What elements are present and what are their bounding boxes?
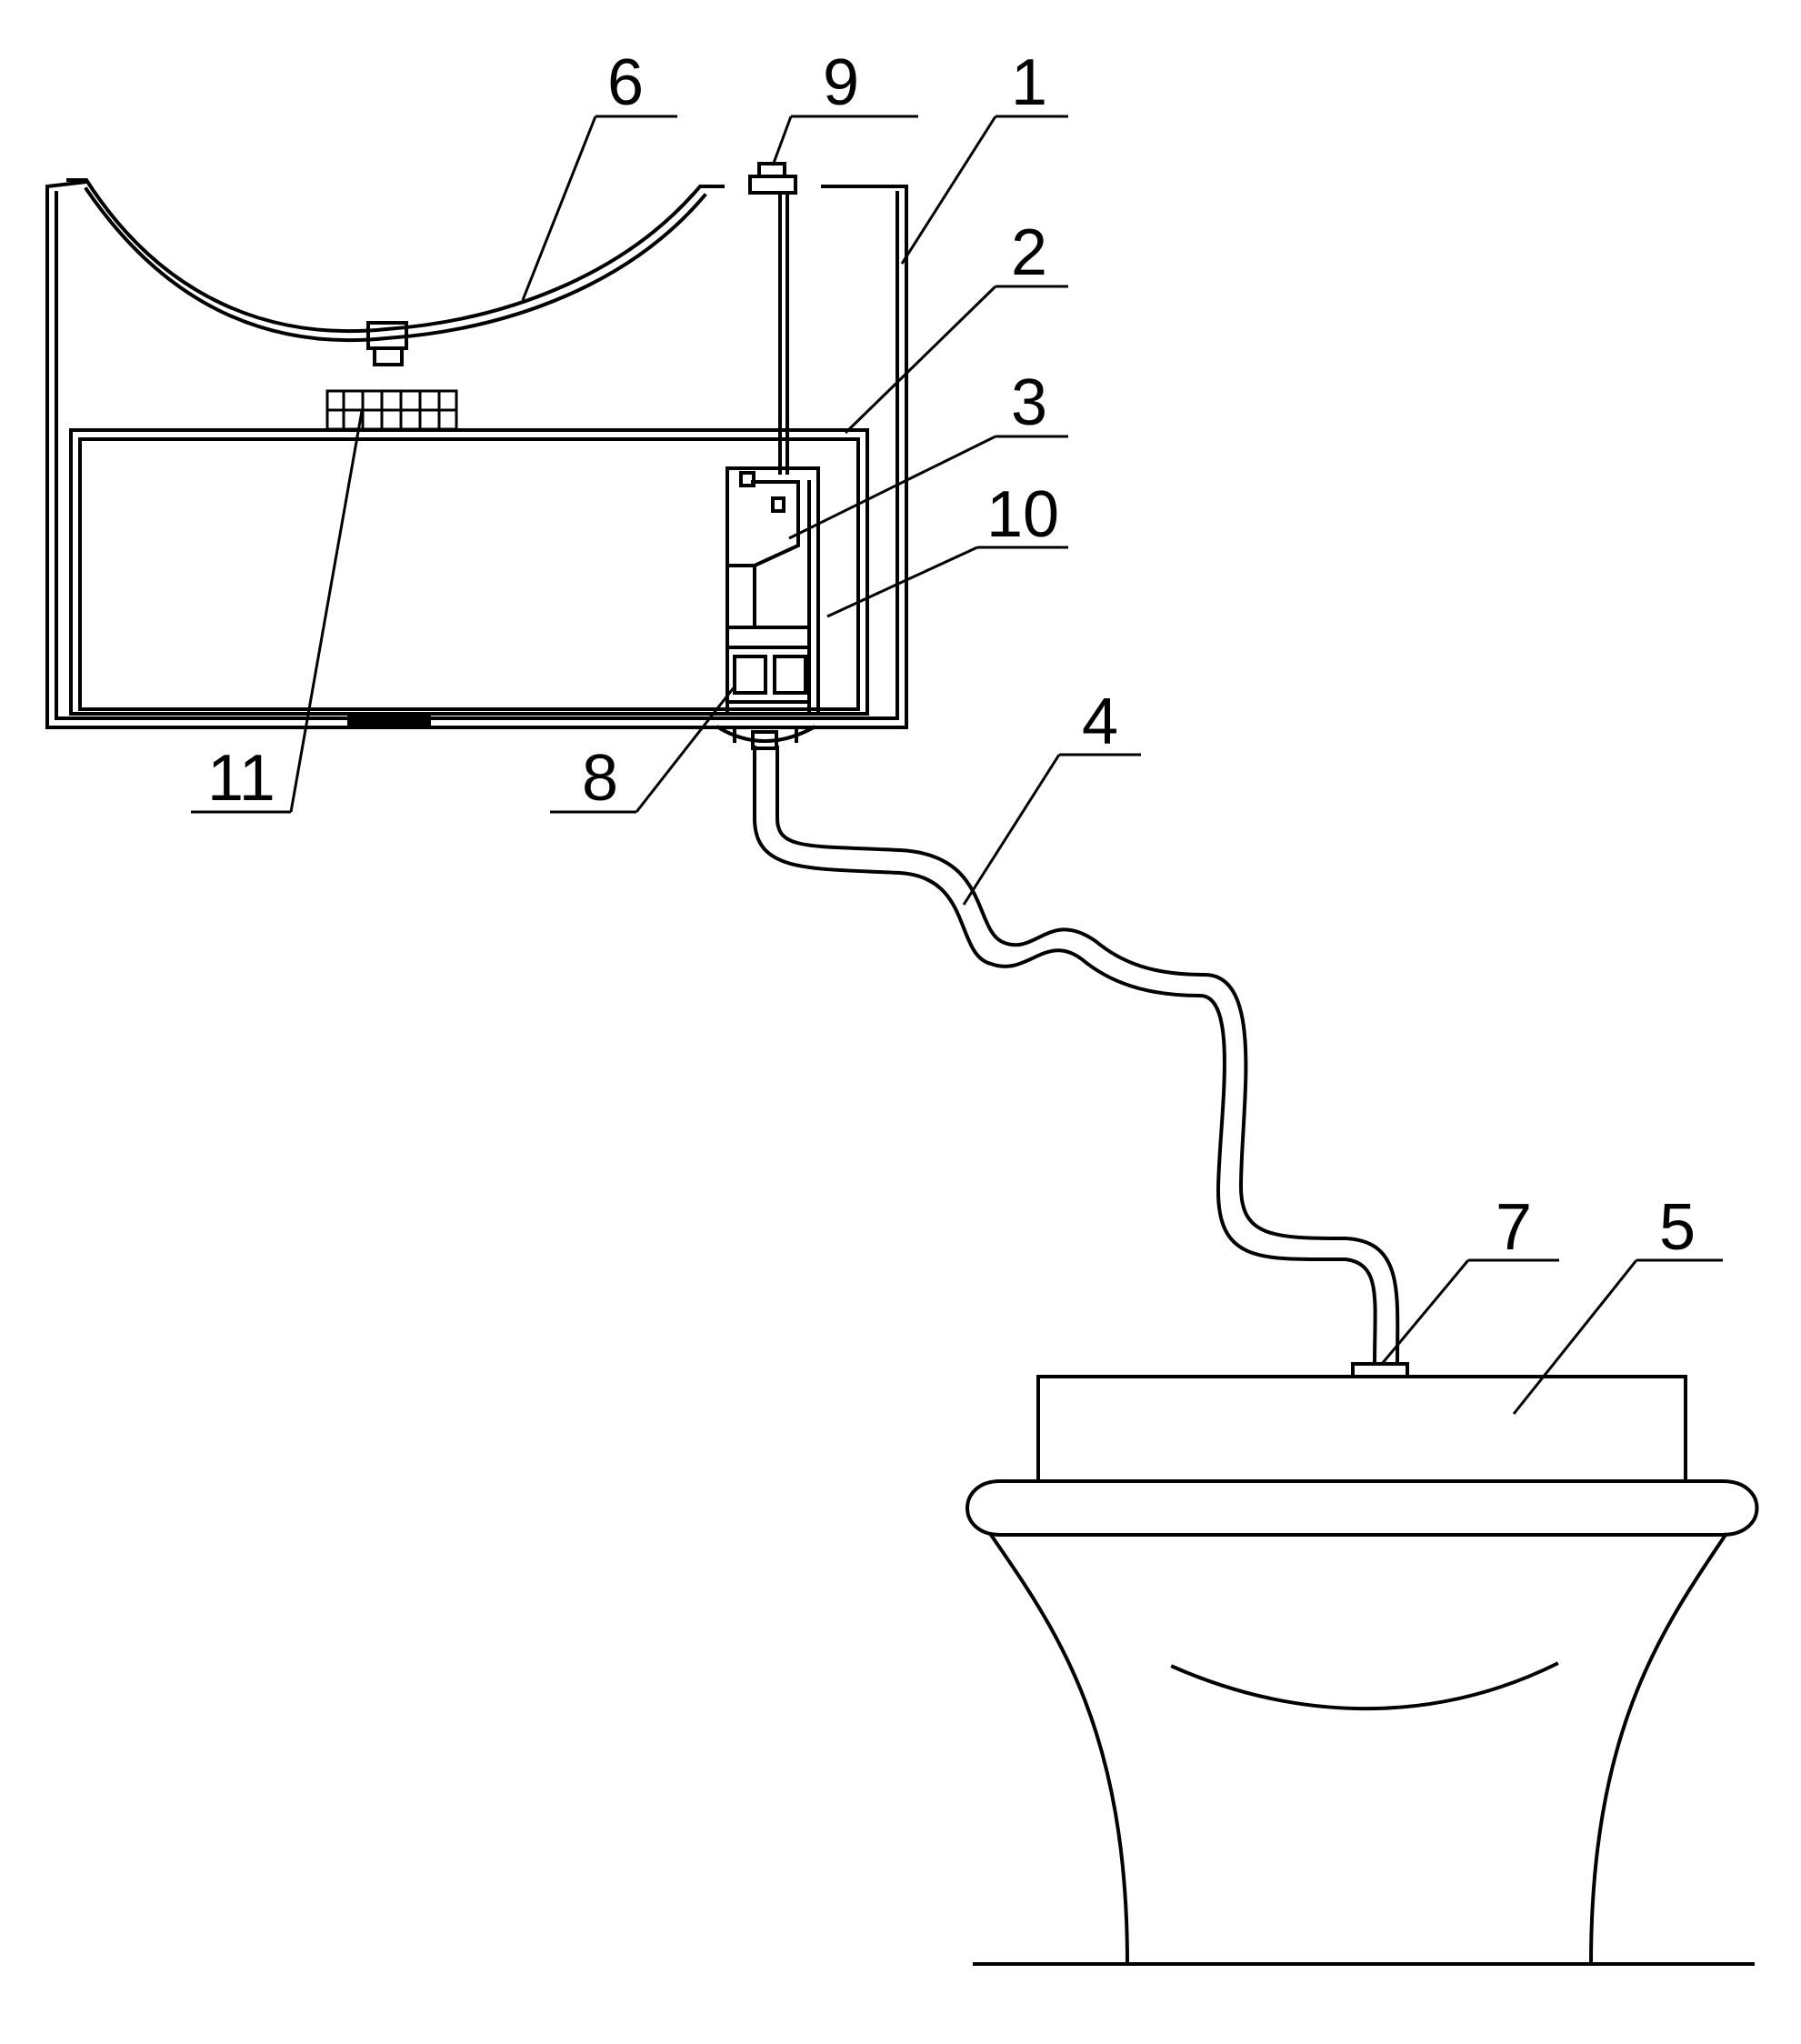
valve-assembly [715,466,820,750]
leader-lines [191,115,1723,1415]
toilet [966,1362,1759,1967]
callout-11: 11 [207,742,275,815]
callout-10: 10 [986,478,1059,551]
callout-1: 1 [1011,46,1047,119]
callout-6: 6 [607,46,644,119]
callout-2: 2 [1011,216,1047,289]
callout-5: 5 [1659,1191,1696,1264]
callout-7: 7 [1496,1191,1532,1264]
callout-8: 8 [582,742,618,815]
grid-element [325,389,458,431]
callout-9: 9 [823,46,859,119]
callout-labels: 6 9 1 2 3 10 8 11 4 7 5 [207,46,1696,1264]
inner-tank [69,428,869,716]
top-connector [748,162,797,475]
callout-4: 4 [1082,686,1118,758]
flexible-hose [753,746,1400,1367]
bottom-hatched-block [347,712,431,726]
curved-basin [66,178,725,366]
callout-3: 3 [1011,366,1047,439]
